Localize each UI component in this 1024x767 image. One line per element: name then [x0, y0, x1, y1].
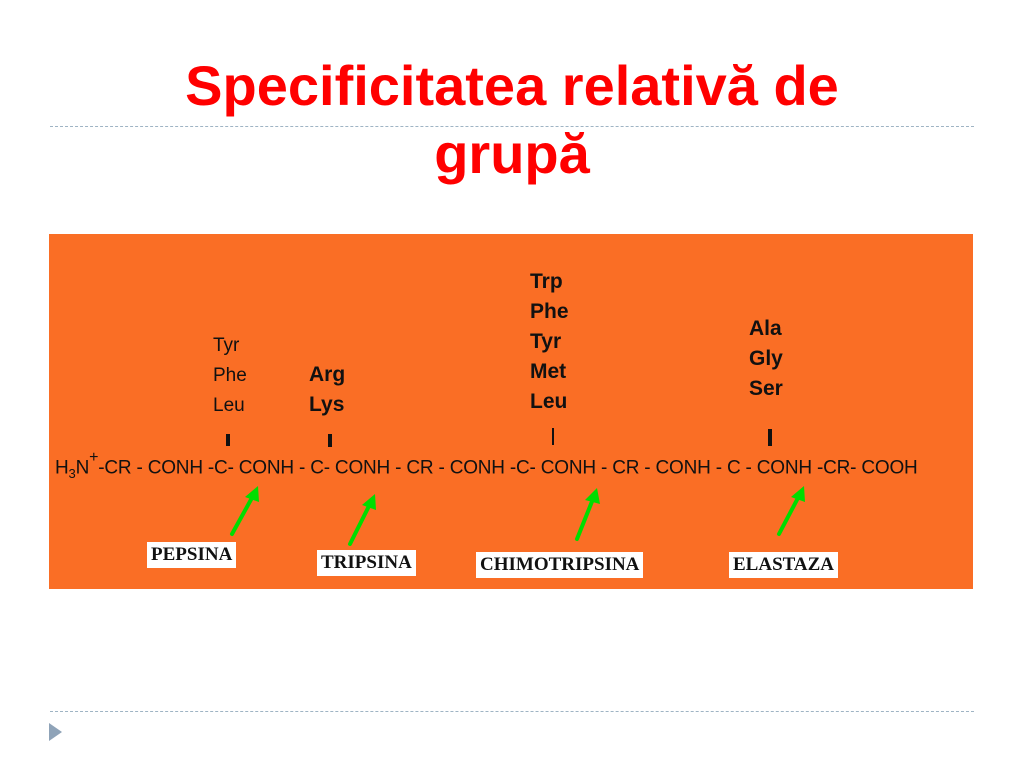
enzyme-label-pepsina: PEPSINA — [147, 542, 237, 568]
arrowhead-tripsina — [362, 494, 376, 510]
residue-group-tripsina: Arg Lys — [309, 360, 345, 420]
arrowhead-pepsina — [245, 486, 259, 502]
residue-label: Met — [530, 360, 567, 383]
chain-plus: + — [89, 449, 99, 466]
residue-group-pepsina: Tyr Phe Leu — [213, 331, 247, 421]
peptide-chain: H3N+-CR - CONH -C- CONH - C- CONH - CR -… — [55, 449, 970, 482]
residue-label: Trp — [530, 270, 563, 293]
residue-label: Phe — [530, 300, 569, 323]
cleavage-arrow-chimotripsina — [575, 497, 595, 541]
top-divider — [50, 126, 974, 127]
residue-label: Ala — [749, 317, 782, 340]
cleavage-arrows — [230, 486, 805, 546]
arrowhead-chimotripsina — [585, 488, 600, 504]
slide-title: Specificitatea relativă de grupă — [0, 52, 1024, 188]
side-chain-bond — [552, 428, 554, 445]
residue-label: Phe — [213, 365, 247, 386]
residue-group-chimotripsina: Trp Phe Tyr Met Leu — [530, 267, 569, 417]
residue-group-elastaza: Ala Gly Ser — [749, 314, 783, 404]
side-chain-bond — [328, 434, 332, 447]
slide-title-line-2: grupă — [434, 122, 590, 185]
residue-label: Arg — [309, 363, 346, 386]
side-chain-bond — [768, 429, 772, 446]
residue-label: Tyr — [530, 330, 562, 353]
chain-h: H — [55, 457, 69, 479]
cleavage-arrow-tripsina — [348, 502, 372, 546]
chain-rest: -CR - CONH -C- CONH - C- CONH - CR - CON… — [98, 457, 918, 479]
residue-label: Lys — [309, 393, 345, 416]
residue-label: Gly — [749, 347, 783, 370]
cleavage-arrow-elastaza — [777, 494, 801, 536]
bottom-divider — [50, 711, 974, 712]
cleavage-arrow-pepsina — [230, 494, 255, 536]
arrowhead-elastaza — [791, 486, 805, 502]
residue-label: Tyr — [213, 335, 240, 356]
chain-subscript: 3 — [68, 466, 76, 482]
residue-label: Leu — [213, 395, 245, 416]
slide-bullet-icon — [49, 723, 62, 741]
chain-n: N — [75, 457, 90, 479]
residue-label: Leu — [530, 390, 568, 413]
enzyme-label-tripsina: TRIPSINA — [317, 550, 416, 576]
residue-label: Ser — [749, 377, 783, 400]
enzyme-label-chimotripsina: CHIMOTRIPSINA — [476, 552, 644, 578]
side-chain-bond — [226, 434, 230, 446]
enzyme-label-elastaza: ELASTAZA — [729, 552, 839, 578]
peptide-diagram: Tyr Phe Leu Arg Lys Trp Phe Tyr Met Leu … — [49, 234, 973, 589]
slide-title-line-1: Specificitatea relativă de — [185, 54, 839, 117]
